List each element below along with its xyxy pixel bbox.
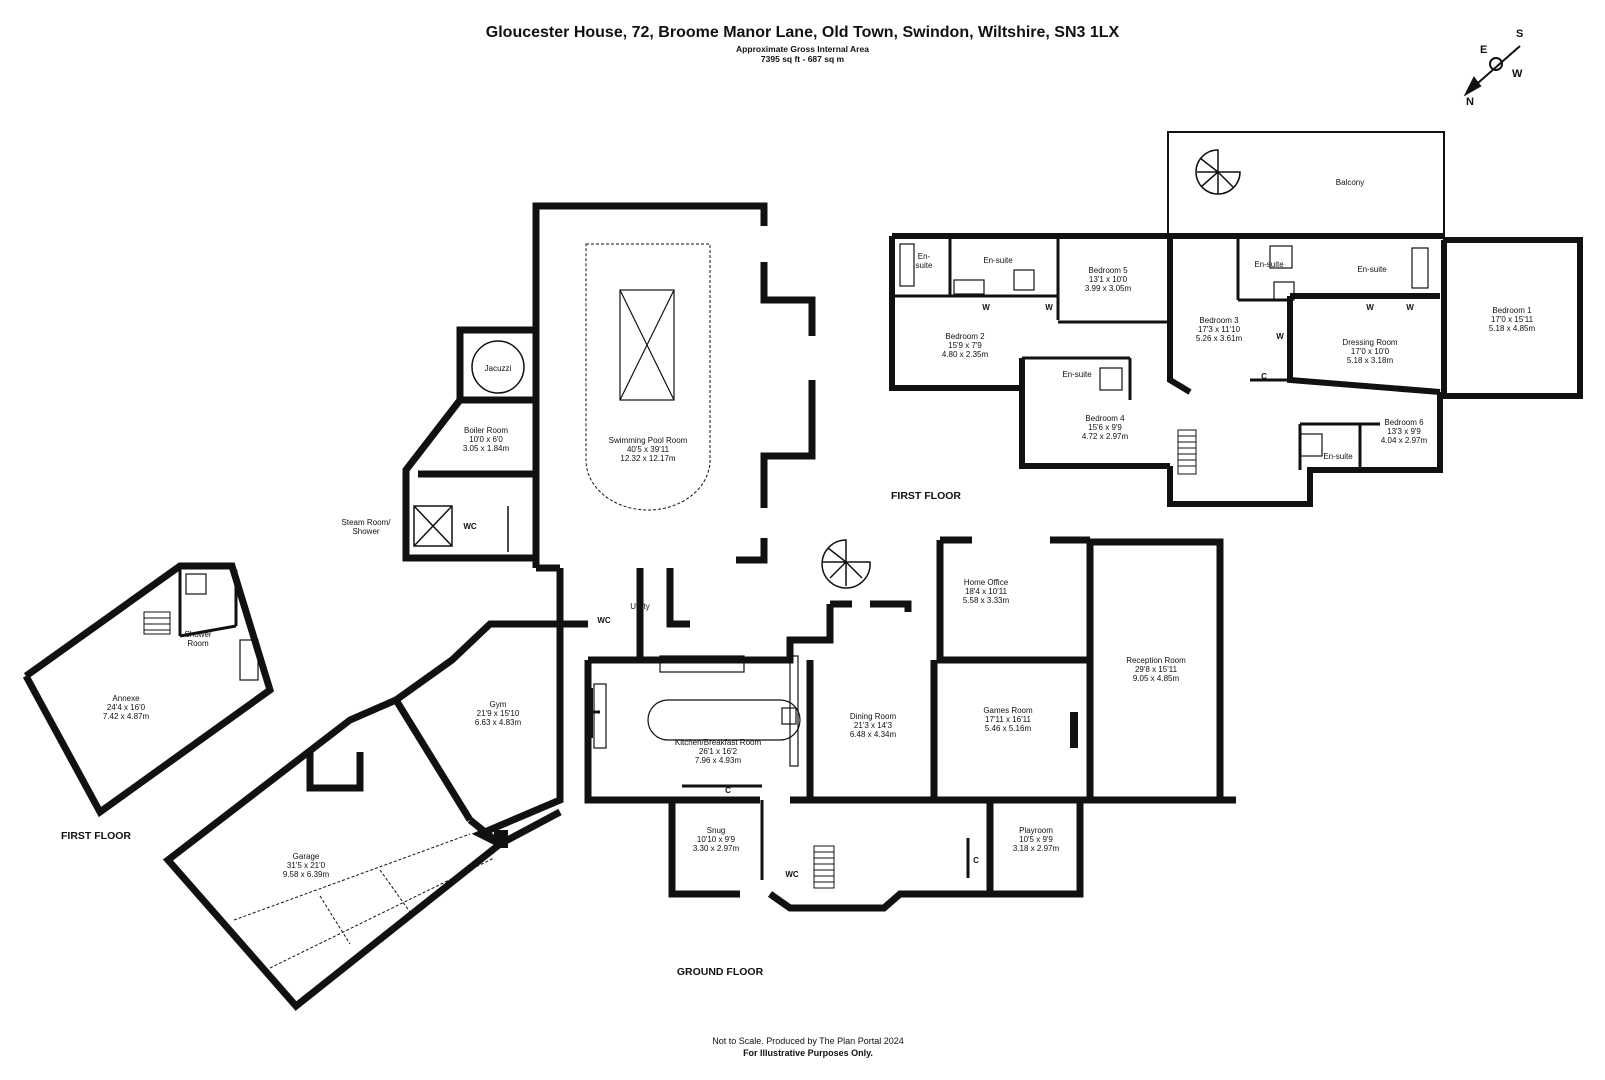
stair-first-floor: [1177, 429, 1197, 475]
wardrobe-mark: W: [1406, 303, 1414, 312]
annexe-inner: [178, 566, 238, 638]
room-jacuzzi: Jacuzzi: [484, 364, 512, 373]
room-wc-utility: WC: [597, 616, 611, 625]
gym-garage-walls: [162, 620, 564, 1011]
spiral-stair-ground: [821, 539, 871, 589]
kitchen-furniture: [593, 655, 801, 767]
cupboard-mark: C: [973, 856, 979, 865]
room-ensuite-e: En-suite: [1357, 265, 1387, 274]
cupboard-mark: C: [725, 786, 731, 795]
ground-floor-inner-walls: [588, 710, 970, 880]
compass-s: S: [1516, 28, 1524, 40]
room-ensuite-f: En-suite: [1323, 452, 1353, 461]
room-steam: Steam Room/ Shower: [341, 518, 391, 537]
floor-label-annexe: FIRST FLOOR: [61, 830, 131, 842]
balcony-outline: [1167, 131, 1445, 240]
jacuzzi-tub: [471, 340, 525, 394]
pool-walls: [402, 202, 816, 572]
wardrobe-mark: W: [1366, 303, 1374, 312]
footer-disclaimer: For Illustrative Purposes Only.: [743, 1048, 873, 1058]
floor-label-ground: GROUND FLOOR: [676, 966, 764, 978]
cupboard-mark: C: [1261, 372, 1267, 381]
room-ensuite-c: En-suite: [1062, 370, 1092, 379]
room-ensuite-d: En-suite: [1254, 260, 1284, 269]
garage-bays: [233, 833, 495, 969]
room-balcony: Balcony: [1335, 178, 1365, 187]
compass-n: N: [1466, 96, 1474, 108]
room-wc-pool: WC: [463, 522, 477, 531]
pool-outline: [585, 243, 711, 511]
room-ensuite-b: En-suite: [983, 256, 1013, 265]
garage-pillars: [494, 830, 508, 848]
wardrobe-mark: W: [982, 303, 990, 312]
room-shower: Shower Room: [184, 630, 212, 649]
room-utility: Utility: [630, 602, 650, 611]
compass-e: E: [1480, 44, 1488, 56]
area-label: Approximate Gross Internal Area: [736, 44, 869, 54]
room-ensuite-a: En- suite: [915, 252, 933, 271]
fireplaces: [585, 688, 1078, 748]
wardrobe-mark: W: [1276, 332, 1284, 341]
stair-ground: [813, 845, 835, 889]
area-value: 7395 sq ft - 687 sq m: [760, 54, 845, 64]
property-address: Gloucester House, 72, Broome Manor Lane,…: [485, 24, 1120, 41]
wardrobe-mark: W: [1045, 303, 1053, 312]
ground-floor-walls: [556, 536, 1236, 912]
annexe-walls: [22, 562, 275, 818]
annexe-stair: [143, 611, 171, 635]
floor-label-first: FIRST FLOOR: [891, 490, 961, 502]
first-floor-inner-walls: [892, 236, 1380, 470]
pool-cover: [619, 289, 675, 401]
first-floor-walls: [889, 233, 1583, 507]
compass-rose: [1463, 45, 1521, 97]
footer-note: Not to Scale. Produced by The Plan Porta…: [712, 1036, 904, 1046]
annexe-fixtures: [185, 573, 259, 681]
sanitaryware-first-floor: [899, 243, 1429, 457]
room-wc-hall: WC: [785, 870, 799, 879]
steam-room-shower: [413, 505, 509, 552]
compass-w: W: [1512, 68, 1523, 80]
spiral-stair-balcony: [1195, 149, 1241, 195]
